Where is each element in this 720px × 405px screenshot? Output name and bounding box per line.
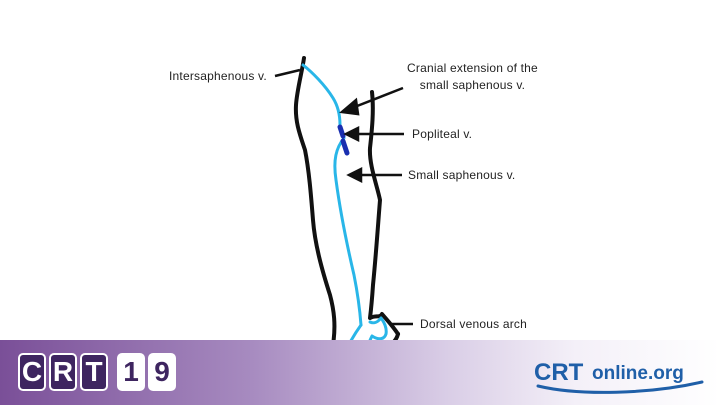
popliteal-vein bbox=[337, 124, 350, 156]
leg-front-contour bbox=[367, 90, 400, 336]
crtonline-brand: CRT bbox=[534, 359, 584, 386]
leg-back-contour bbox=[293, 56, 400, 340]
label-small-saphenous: Small saphenous v. bbox=[408, 168, 516, 182]
cranial-arrowhead bbox=[339, 97, 360, 116]
arrows bbox=[274, 68, 413, 326]
intersaphenous-leader bbox=[274, 68, 301, 78]
label-popliteal: Popliteal v. bbox=[412, 127, 473, 141]
crtonline-logo: CRT online.org bbox=[534, 359, 704, 394]
leg-vein-diagram bbox=[274, 56, 413, 340]
crt-logo-digit: 1 bbox=[117, 353, 145, 391]
label-cranial-line2: small saphenous v. bbox=[419, 78, 526, 92]
label-cranial-extension: Cranial extension of the small saphenous… bbox=[395, 60, 550, 94]
label-intersaphenous: Intersaphenous v. bbox=[169, 69, 267, 83]
crt19-logo: C R T 1 9 bbox=[18, 353, 176, 391]
popliteal-arrowhead bbox=[343, 125, 360, 143]
crt-logo-letter: T bbox=[80, 353, 108, 391]
leg-outline bbox=[293, 56, 400, 340]
crtonline-suffix: online.org bbox=[592, 363, 684, 384]
crtonline-swoosh bbox=[536, 380, 704, 394]
popliteal-lower bbox=[340, 138, 350, 156]
small-saphenous-vein bbox=[333, 136, 363, 327]
label-dorsal-venous-arch: Dorsal venous arch bbox=[420, 317, 527, 331]
crt-logo-digit: 9 bbox=[148, 353, 176, 391]
popliteal-upper bbox=[337, 124, 346, 139]
intersaphenous-vein bbox=[301, 63, 342, 127]
label-cranial-line1: Cranial extension of the bbox=[407, 61, 538, 75]
small-saphenous-arrowhead bbox=[346, 166, 363, 184]
veins bbox=[301, 63, 388, 340]
crt-logo-letter: C bbox=[18, 353, 46, 391]
dorsal-venous-arch bbox=[349, 316, 388, 340]
cranial-arrow-line bbox=[351, 86, 404, 110]
crt-logo-letter: R bbox=[49, 353, 77, 391]
footer-banner: C R T 1 9 CRT online.org bbox=[0, 340, 720, 405]
